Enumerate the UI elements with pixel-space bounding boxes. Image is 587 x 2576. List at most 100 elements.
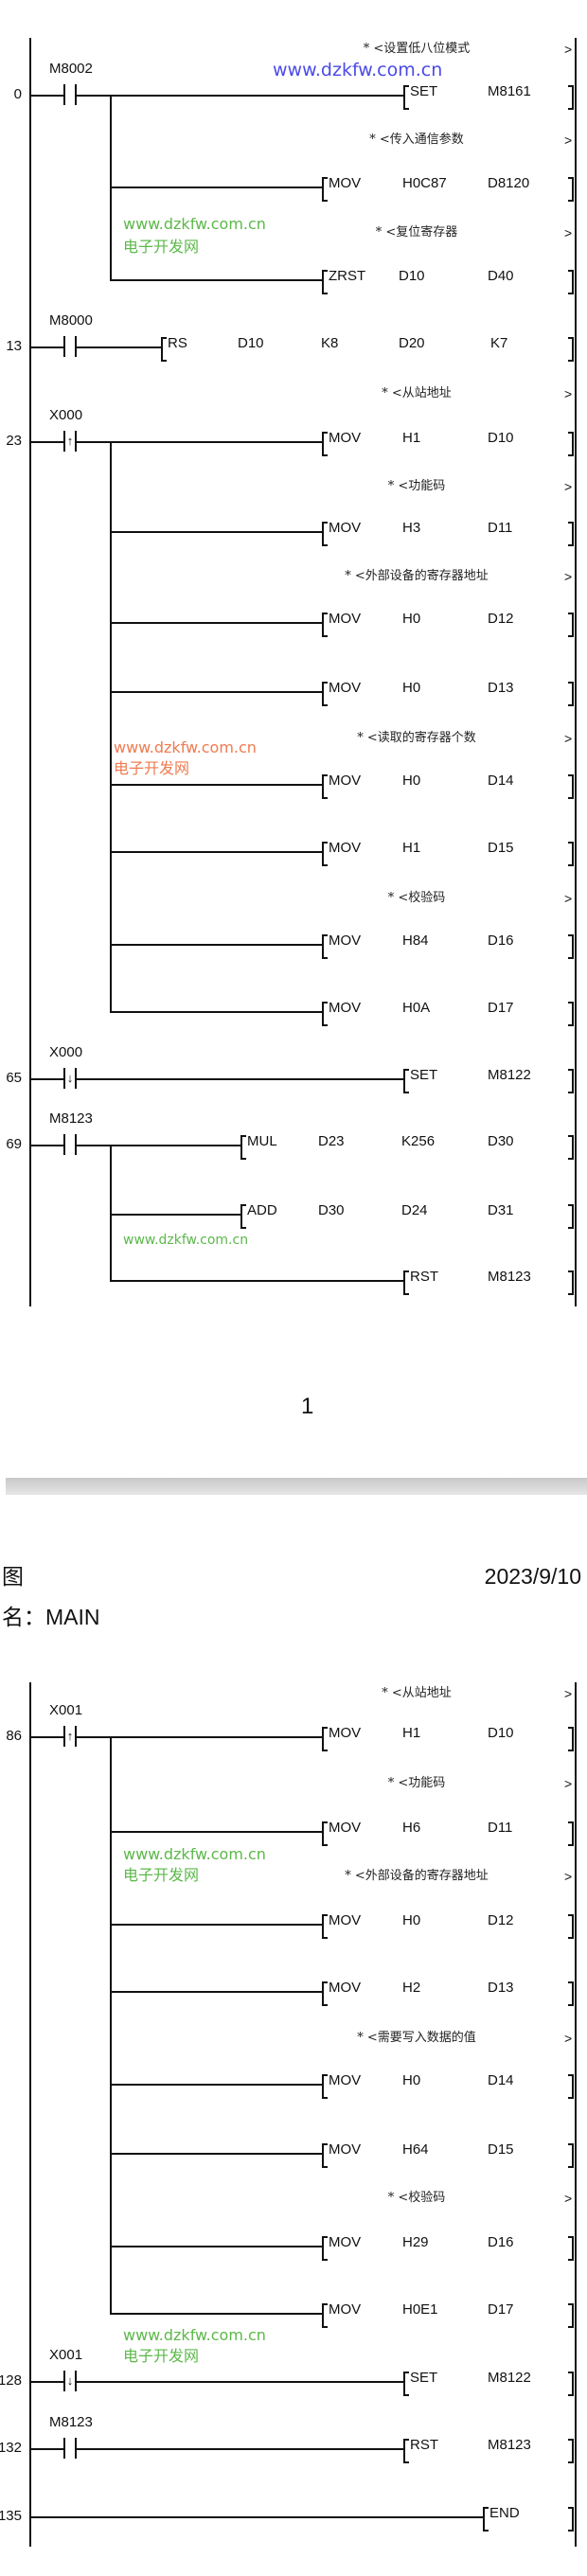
instruction-bracket-close <box>568 1002 574 1026</box>
instruction-operand: M8161 <box>488 83 531 99</box>
instruction-comment: * <复位寄存器 <box>375 225 458 240</box>
rung-wire <box>110 2084 322 2086</box>
instruction-operand: H0A <box>402 1000 431 1016</box>
instruction-operand: D10 <box>238 335 264 351</box>
instruction-opcode: MOV <box>329 2234 362 2250</box>
page-number: 1 <box>301 1394 314 1419</box>
rung-wire <box>29 95 64 97</box>
instruction-bracket-open <box>322 2303 328 2328</box>
instruction-bracket-open <box>403 1069 409 1093</box>
instruction-operand: H3 <box>402 520 421 536</box>
instruction-bracket-close <box>568 2372 574 2396</box>
instruction-operand: D10 <box>399 268 425 284</box>
step-number: 132 <box>0 2440 22 2456</box>
instruction-operand: D15 <box>488 2141 514 2158</box>
instruction-operand: H0 <box>402 611 421 627</box>
instruction-opcode: MOV <box>329 430 362 446</box>
instruction-operand: D13 <box>488 1980 514 1996</box>
watermark-url: www.dzkfw.com.cn <box>123 2326 266 2344</box>
instruction-bracket-open <box>322 432 328 456</box>
instruction-operand: H0 <box>402 1912 421 1928</box>
instruction-opcode: MOV <box>329 1820 362 1836</box>
instruction-opcode: MOV <box>329 840 362 856</box>
instruction-opcode: MOV <box>329 1725 362 1741</box>
instruction-opcode: MOV <box>329 520 362 536</box>
diagram-label-line1: 图 <box>2 1564 24 1589</box>
rung-wire <box>110 1991 322 1993</box>
rung-wire <box>110 691 322 693</box>
instruction-bracket-close <box>568 177 574 202</box>
step-number: 69 <box>6 1136 22 1152</box>
rung-wire <box>110 1214 240 1216</box>
instruction-operand: H1 <box>402 430 421 446</box>
watermark-url: www.dzkfw.com.cn <box>273 60 443 80</box>
instruction-opcode: MOV <box>329 773 362 789</box>
instruction-bracket-close <box>568 2074 574 2099</box>
instruction-operand: D24 <box>401 1202 428 1218</box>
instruction-bracket-open <box>322 177 328 202</box>
step-number: 86 <box>6 1728 22 1744</box>
instruction-bracket-close <box>568 2439 574 2463</box>
rung-wire <box>77 1145 240 1146</box>
contact-label: M8002 <box>49 61 93 77</box>
watermark-url: www.dzkfw.com.cn <box>114 738 257 756</box>
instruction-opcode: MOV <box>329 680 362 696</box>
contact-falling-edge: ↓ <box>63 2371 77 2391</box>
comment-end-marker: > <box>564 1776 573 1791</box>
instruction-operand: D20 <box>399 335 425 351</box>
watermark-site-name: 电子开发网 <box>114 759 190 777</box>
step-number: 135 <box>0 2508 22 2524</box>
instruction-comment: * <从站地址 <box>382 386 452 400</box>
instruction-operand: M8122 <box>488 1067 531 1083</box>
instruction-bracket-open <box>322 2074 328 2099</box>
watermark-url: www.dzkfw.com.cn <box>123 1233 249 1248</box>
rung-wire <box>110 622 322 624</box>
instruction-comment: * <校验码 <box>387 891 446 905</box>
instruction-operand: M8123 <box>488 1269 531 1285</box>
instruction-opcode: MOV <box>329 1912 362 1928</box>
instruction-bracket-close <box>568 774 574 799</box>
instruction-comment: * <读取的寄存器个数 <box>357 731 476 745</box>
instruction-opcode: RST <box>410 2437 438 2453</box>
comment-end-marker: > <box>564 386 573 401</box>
instruction-comment: * <外部设备的寄存器地址 <box>345 1869 489 1883</box>
instruction-opcode: MOV <box>329 933 362 949</box>
instruction-comment: * <外部设备的寄存器地址 <box>345 569 489 583</box>
comment-end-marker: > <box>564 2031 573 2046</box>
instruction-operand: K7 <box>490 335 508 351</box>
instruction-comment: * <功能码 <box>387 1776 446 1790</box>
instruction-comment: * <设置低八位模式 <box>363 42 471 56</box>
rung-wire <box>29 2381 64 2383</box>
contact-normally-open <box>63 84 77 105</box>
instruction-operand: D23 <box>318 1133 345 1149</box>
rung-wire <box>110 2246 322 2247</box>
instruction-operand: D15 <box>488 840 514 856</box>
instruction-bracket-close <box>568 613 574 637</box>
instruction-bracket-close <box>568 1270 574 1295</box>
rung-wire <box>77 2381 403 2383</box>
instruction-operand: D30 <box>318 1202 345 1218</box>
contact-label: X000 <box>49 407 83 423</box>
instruction-operand: D10 <box>488 430 514 446</box>
instruction-operand: K8 <box>321 335 339 351</box>
instruction-operand: D17 <box>488 1000 514 1016</box>
instruction-bracket-close <box>568 1914 574 1939</box>
instruction-opcode: END <box>489 2505 520 2521</box>
instruction-bracket-open <box>322 1981 328 2006</box>
instruction-comment: * <校验码 <box>387 2191 446 2205</box>
instruction-bracket-close <box>568 1981 574 2006</box>
contact-label: M8123 <box>49 1110 93 1127</box>
instruction-bracket-open <box>322 1821 328 1846</box>
instruction-opcode: MOV <box>329 1000 362 1016</box>
watermark-url: www.dzkfw.com.cn <box>123 215 266 233</box>
branch-wire <box>110 1145 112 1282</box>
diagram-name: 名：MAIN <box>2 1605 100 1629</box>
instruction-bracket-close <box>568 2236 574 2261</box>
arrow-up-icon: ↑ <box>66 434 74 448</box>
instruction-bracket-close <box>568 432 574 456</box>
instruction-opcode: SET <box>410 2370 438 2386</box>
instruction-operand: D16 <box>488 2234 514 2250</box>
instruction-operand: H0 <box>402 773 421 789</box>
rung-wire <box>110 784 322 786</box>
instruction-bracket-close <box>568 1727 574 1751</box>
